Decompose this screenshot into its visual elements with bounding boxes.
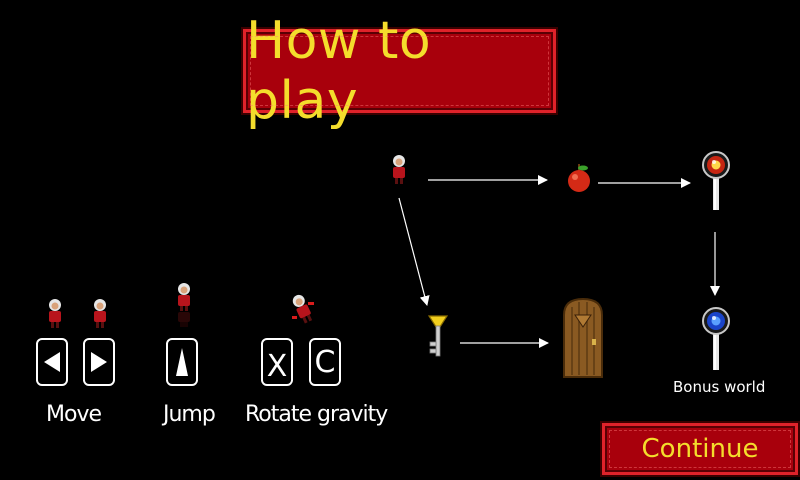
arrow-up-icon xyxy=(176,348,188,376)
key-icon xyxy=(427,315,449,357)
move-left-key[interactable] xyxy=(36,338,68,386)
continue-button[interactable]: Continue xyxy=(602,423,798,475)
player-walk-right-icon xyxy=(94,299,106,328)
jump-key[interactable] xyxy=(166,338,198,386)
key-x-label: X xyxy=(266,348,288,384)
orb-switch-blue-icon xyxy=(702,307,730,370)
bonus-world-label: Bonus world xyxy=(673,378,766,396)
move-right-key[interactable] xyxy=(83,338,115,386)
door-icon xyxy=(563,297,603,378)
apple-icon xyxy=(568,164,590,192)
move-label: Move xyxy=(46,402,102,427)
rotate-gravity-label: Rotate gravity xyxy=(245,402,388,427)
player-walk-left-icon xyxy=(49,299,61,328)
title-banner: How to play xyxy=(243,11,556,131)
key-c-label: C xyxy=(314,344,336,380)
player-rotate-icon xyxy=(292,294,314,324)
rotate-c-key[interactable]: C xyxy=(309,338,341,386)
arrow-left-icon xyxy=(44,352,60,372)
rotate-x-key[interactable]: X xyxy=(261,338,293,386)
arrow-right-icon xyxy=(91,352,107,372)
arrow-player-to-key xyxy=(398,197,430,306)
orb-switch-red-icon xyxy=(702,151,730,210)
jump-label: Jump xyxy=(163,402,216,427)
page-title: How to play xyxy=(246,11,432,131)
player-icon xyxy=(393,155,405,184)
player-jump-icon xyxy=(178,283,190,327)
continue-label: Continue xyxy=(641,434,759,464)
